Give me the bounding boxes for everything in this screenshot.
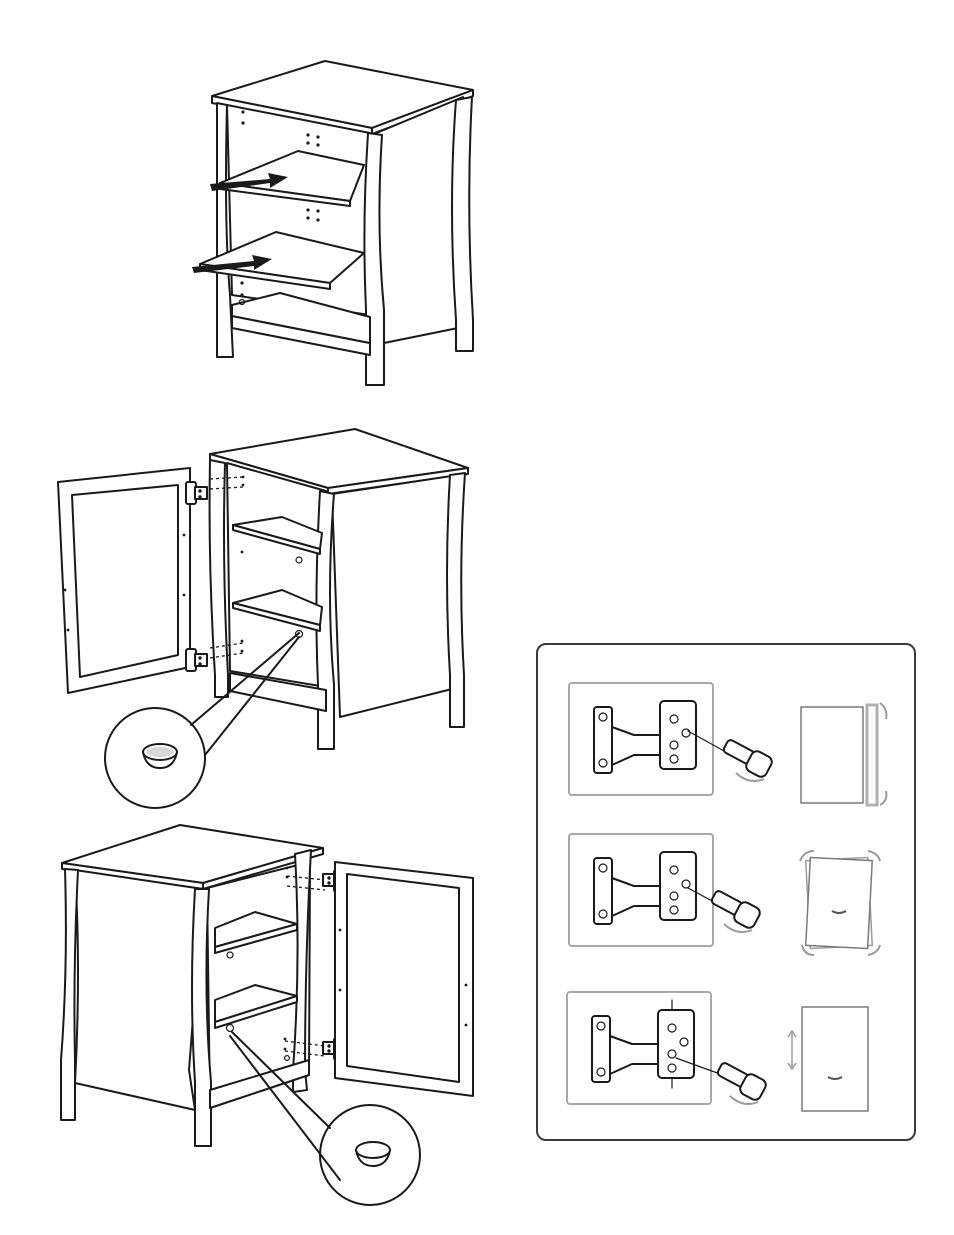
hinge-screwdriver-depth-illustration bbox=[574, 685, 794, 800]
left-door-attachment-illustration bbox=[50, 425, 480, 815]
hinge-screwdriver-side-illustration bbox=[574, 836, 794, 951]
shelf-insertion-illustration bbox=[180, 55, 490, 390]
door-height-indicator bbox=[784, 1003, 894, 1115]
right-door-attachment-illustration bbox=[55, 820, 485, 1215]
door-depth-indicator bbox=[796, 701, 896, 809]
hinge-adjustment-panel bbox=[536, 643, 916, 1141]
door-side-indicator bbox=[794, 847, 894, 959]
hinge-screwdriver-height-illustration bbox=[572, 994, 792, 1114]
